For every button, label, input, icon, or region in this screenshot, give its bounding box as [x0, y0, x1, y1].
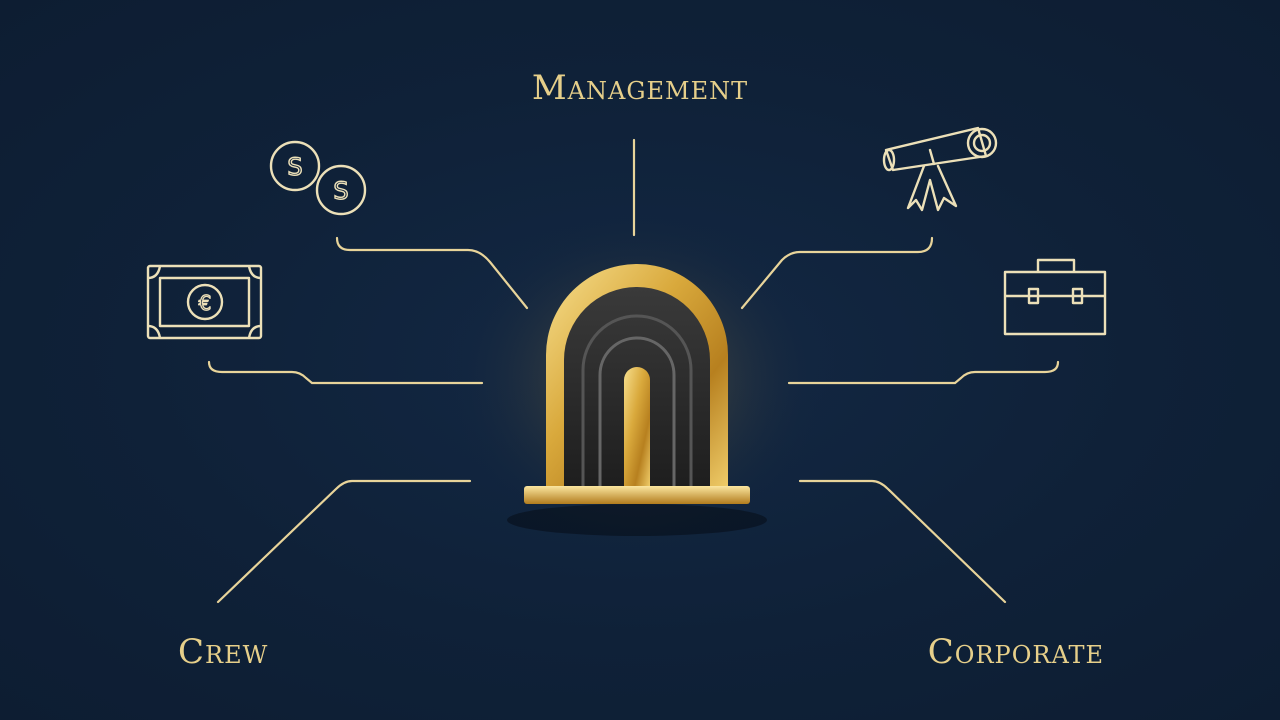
diploma-icon	[882, 126, 998, 212]
connector-bottom-left	[216, 479, 472, 604]
connector-top-left	[335, 236, 529, 310]
svg-text:S: S	[287, 153, 302, 181]
label-crew: Crew	[178, 632, 269, 672]
connector-left	[207, 360, 484, 385]
banknote-icon: €	[146, 264, 263, 340]
svg-text:S: S	[333, 177, 348, 205]
connector-bottom-right	[798, 479, 1007, 604]
label-corporate: Corporate	[927, 632, 1104, 672]
connector-top-right	[740, 236, 934, 310]
connector-right	[787, 360, 1060, 385]
gold-arch-logo	[507, 264, 767, 536]
briefcase-icon	[1003, 258, 1107, 336]
label-management: Management	[531, 68, 749, 108]
connector-lines	[207, 138, 1060, 604]
svg-text:€: €	[199, 291, 212, 315]
coins-icon: S S	[269, 140, 367, 216]
